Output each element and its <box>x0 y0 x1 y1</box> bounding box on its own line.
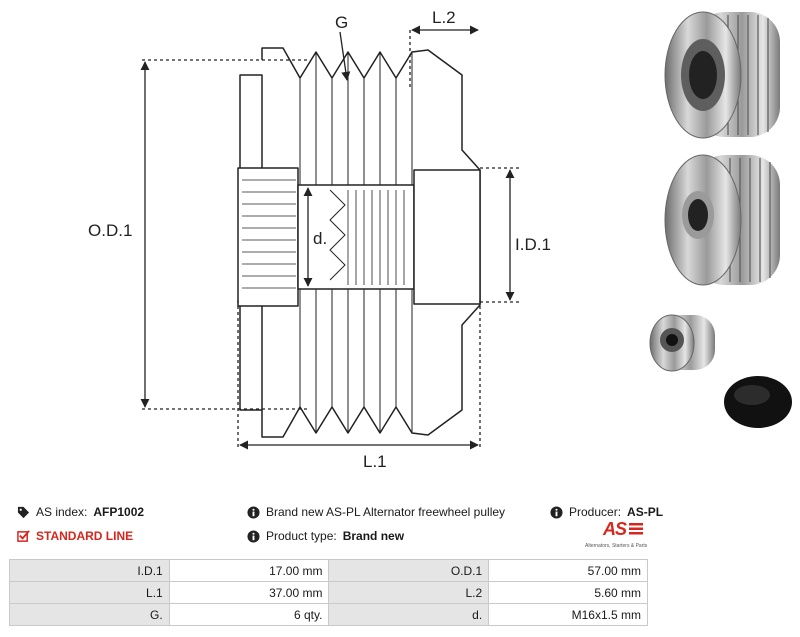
label-od1: O.D.1 <box>88 221 132 240</box>
label-d: d. <box>313 229 327 248</box>
spec-label: O.D.1 <box>328 559 490 582</box>
specs-table: I.D.1 17.00 mm O.D.1 57.00 mm L.1 37.00 … <box>9 559 648 626</box>
label-g: G <box>335 13 348 32</box>
as-index-value: AFP1002 <box>93 505 145 519</box>
spline-section <box>237 167 299 307</box>
producer: Producer: AS-PL <box>550 505 663 519</box>
table-row: I.D.1 17.00 mm O.D.1 57.00 mm <box>9 559 648 582</box>
spec-value: 5.60 mm <box>488 581 648 604</box>
spec-label: L.2 <box>328 581 490 604</box>
spec-value: 17.00 mm <box>168 559 330 582</box>
thread-profile <box>329 189 346 281</box>
product-info: AS index: AFP1002 STANDARD LINE Brand ne… <box>0 500 800 560</box>
label-l1: L.1 <box>363 452 387 471</box>
producer-label: Producer: <box>569 505 622 519</box>
spec-value: 37.00 mm <box>168 581 330 604</box>
pulley-photo-small <box>649 314 715 372</box>
spec-value: 57.00 mm <box>488 559 648 582</box>
product-type: Product type: Brand new <box>247 529 404 543</box>
dimension-lines <box>140 25 515 450</box>
spec-label: L.1 <box>9 581 170 604</box>
info-icon <box>550 505 563 519</box>
info-icon <box>247 529 260 543</box>
check-box-icon <box>17 529 30 542</box>
thread-lines <box>347 190 405 285</box>
spec-value: 6 qty. <box>168 603 330 626</box>
table-row: L.1 37.00 mm L.2 5.60 mm <box>9 581 648 604</box>
spec-value: M16x1.5 mm <box>488 603 648 626</box>
bearing-section <box>413 169 481 305</box>
description: Brand new AS-PL Alternator freewheel pul… <box>247 505 505 519</box>
table-row: G. 6 qty. d. M16x1.5 mm <box>9 603 648 626</box>
as-pl-logo: AS Alternators, Starters & Parts <box>585 519 655 553</box>
product-photos <box>640 0 800 440</box>
logo-mark: AS <box>603 519 627 539</box>
info-icon <box>247 505 260 519</box>
description-text: Brand new AS-PL Alternator freewheel pul… <box>266 505 506 519</box>
producer-value: AS-PL <box>627 505 664 519</box>
spec-label: d. <box>328 603 490 626</box>
as-index: AS index: AFP1002 <box>17 505 144 519</box>
pulley-photo-angle <box>664 154 780 286</box>
technical-drawing: G L.2 O.D.1 I.D.1 d. L.1 <box>88 8 551 471</box>
product-type-label: Product type: <box>266 529 337 543</box>
product-type-value: Brand new <box>342 529 405 543</box>
standard-line-label: STANDARD LINE <box>36 529 134 543</box>
tag-icon <box>17 506 30 518</box>
label-id1: I.D.1 <box>515 235 551 254</box>
spec-label: I.D.1 <box>9 559 170 582</box>
extension-lines <box>142 30 520 448</box>
spline-lines <box>242 179 296 289</box>
as-index-label: AS index: <box>36 505 88 519</box>
label-l2: L.2 <box>432 8 456 27</box>
logo-stripes-icon <box>629 523 643 535</box>
pulley-photo-front <box>664 11 780 139</box>
standard-line: STANDARD LINE <box>17 529 133 543</box>
spec-label: G. <box>9 603 170 626</box>
logo-tagline: Alternators, Starters & Parts <box>585 543 648 549</box>
dust-cap-photo <box>724 376 792 428</box>
